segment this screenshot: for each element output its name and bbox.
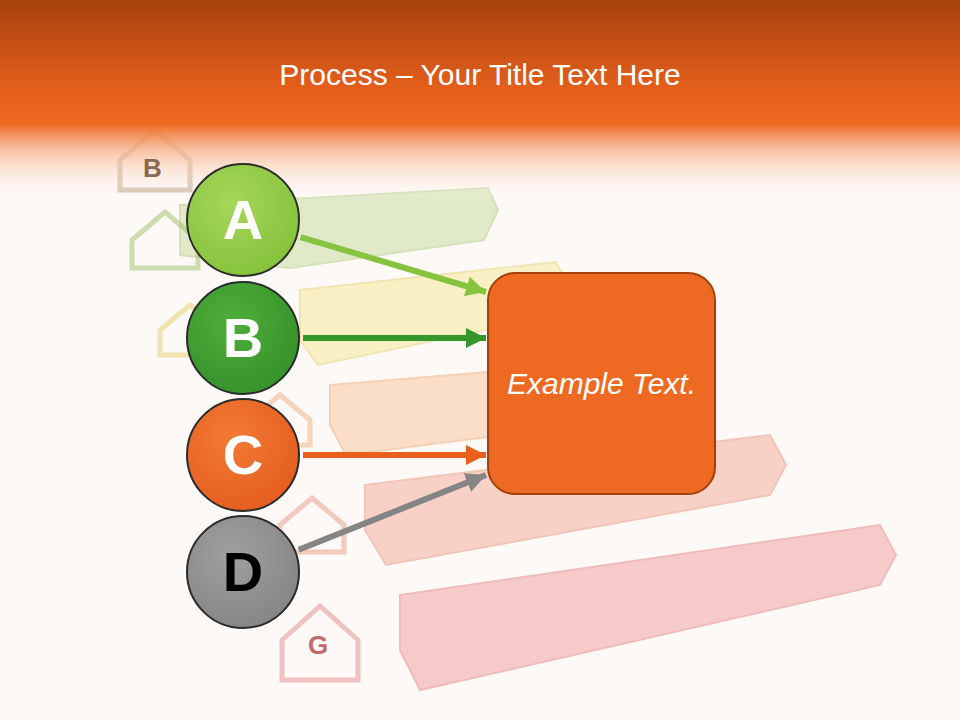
arrow-connector [303, 452, 486, 458]
step-circle: B [186, 281, 300, 395]
header-bar [0, 0, 960, 200]
step-letter: B [223, 310, 263, 366]
slide-title: Process – Your Title Text Here [0, 56, 960, 94]
illustration-letter: B [143, 153, 162, 184]
arrow-connector [303, 335, 486, 341]
energy-bars [180, 188, 896, 690]
arrow-connector [301, 237, 486, 292]
process-box: Example Text. [487, 272, 716, 495]
box-text: Example Text. [507, 362, 696, 406]
illustration-letter: G [308, 630, 328, 661]
step-circle: D [186, 515, 300, 629]
house-icons [120, 130, 358, 680]
step-letter: C [223, 427, 263, 483]
step-letter: D [223, 544, 263, 600]
arrow-connector [299, 475, 486, 550]
step-letter: A [223, 192, 263, 248]
step-circle: A [186, 163, 300, 277]
step-circle: C [186, 398, 300, 512]
